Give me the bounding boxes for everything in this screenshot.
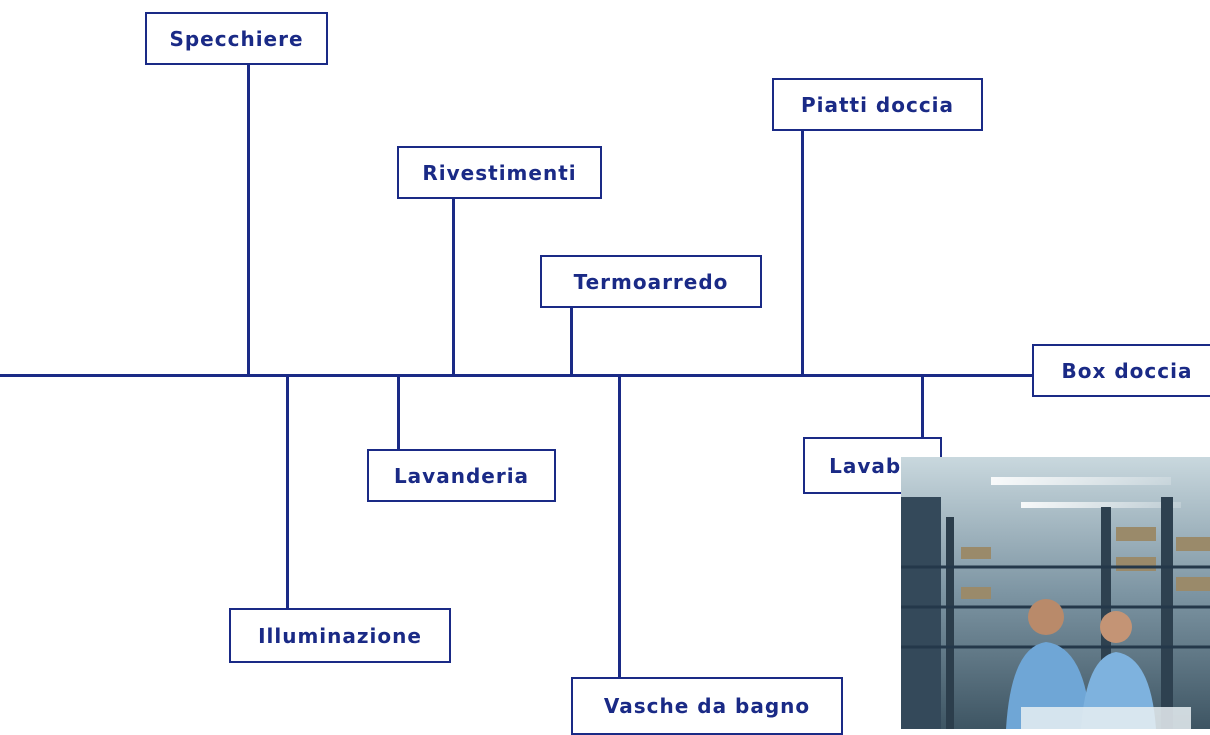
label-box-doccia: Box doccia (1032, 344, 1210, 397)
warehouse-workers-photo (901, 457, 1210, 729)
connector-termoarredo (570, 307, 573, 375)
label-lavanderia: Lavanderia (367, 449, 556, 502)
connector-illuminazione (286, 376, 289, 609)
label-termoarredo: Termoarredo (540, 255, 762, 308)
connector-lavanderia (397, 376, 400, 449)
connector-vasche (618, 376, 621, 678)
label-illuminazione: Illuminazione (229, 608, 451, 663)
connector-specchiere (247, 63, 250, 375)
label-specchiere: Specchiere (145, 12, 328, 65)
label-vasche-da-bagno: Vasche da bagno (571, 677, 843, 735)
main-axis-line (0, 374, 1032, 377)
label-piatti-doccia: Piatti doccia (772, 78, 983, 131)
connector-lavabo (921, 376, 924, 438)
connector-rivestimenti (452, 198, 455, 375)
connector-piatti-doccia (801, 130, 804, 375)
label-rivestimenti: Rivestimenti (397, 146, 602, 199)
